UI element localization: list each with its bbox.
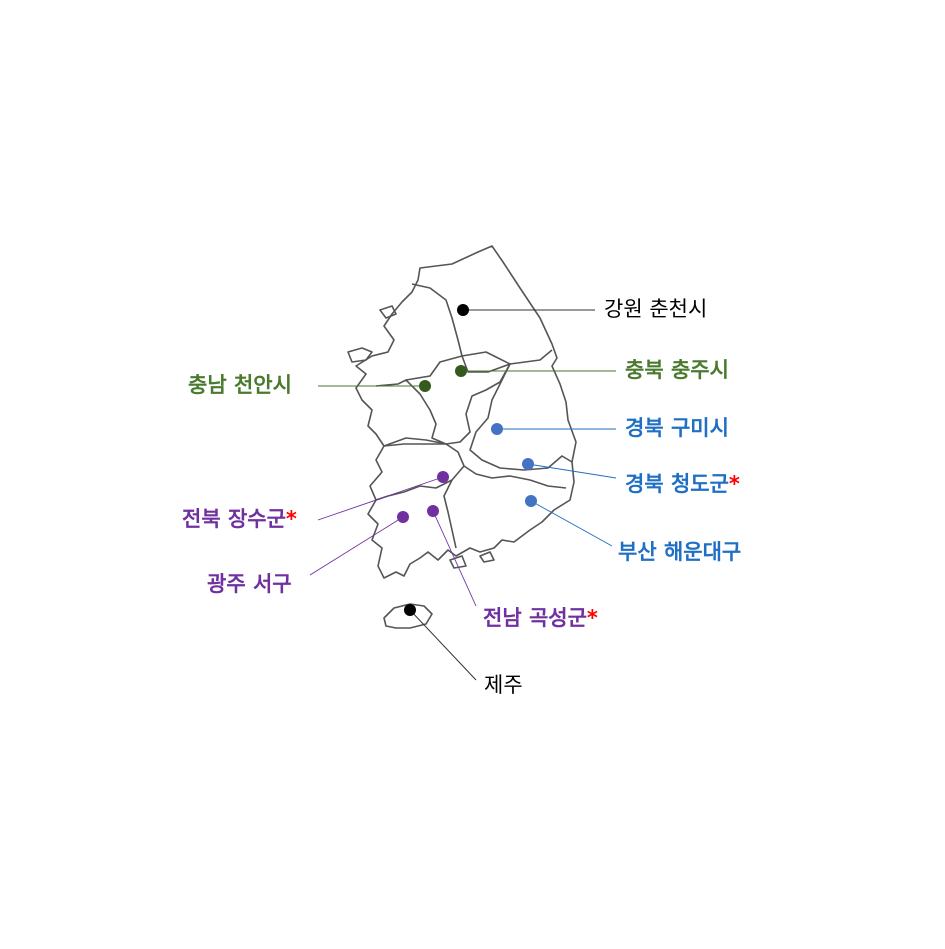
- location-label: 강원 춘천시: [604, 299, 707, 320]
- island-west-1: [347, 347, 373, 363]
- location-label-text: 경북 구미시: [625, 416, 729, 440]
- location-marker: [427, 505, 439, 517]
- location-marker: [397, 511, 409, 523]
- leader-lines: [309, 309, 617, 681]
- location-marker: [419, 380, 431, 392]
- island-west-2: [379, 305, 397, 319]
- location-label-text: 제주: [484, 673, 523, 697]
- location-marker: [522, 458, 534, 470]
- location-label: 충북 충주시: [625, 360, 729, 381]
- location-label-text: 강원 춘천시: [604, 297, 708, 321]
- location-label-text: 부산 해운대구: [618, 540, 742, 564]
- location-markers: [397, 304, 537, 616]
- location-label-text: 전남 곡성군: [483, 606, 587, 630]
- leader-line: [309, 516, 404, 576]
- location-label-text: 충남 천안시: [188, 373, 292, 397]
- asterisk-mark: *: [586, 606, 598, 630]
- border-chungnam: [375, 379, 447, 447]
- leader-line: [530, 500, 613, 547]
- leader-line: [527, 463, 617, 479]
- border-gyeongbuk: [469, 363, 573, 471]
- location-label: 충남 천안시: [188, 375, 292, 396]
- location-label: 경북 청도군*: [625, 474, 740, 495]
- location-label: 전북 장수군*: [182, 509, 297, 530]
- map-outline: [347, 245, 577, 629]
- asterisk-mark: *: [285, 507, 297, 531]
- location-label: 제주: [484, 675, 523, 696]
- leader-line: [317, 476, 444, 521]
- location-marker: [404, 604, 416, 616]
- location-label-text: 전북 장수군: [182, 507, 286, 531]
- location-label-text: 광주 서구: [207, 572, 292, 596]
- border-gyeongnam: [463, 465, 567, 489]
- border-jeonbuk: [375, 443, 465, 501]
- location-label-text: 충북 충주시: [625, 358, 729, 382]
- location-label: 전남 곡성군*: [483, 608, 598, 629]
- jeju-outline: [383, 603, 433, 629]
- island-south-1: [449, 555, 467, 569]
- asterisk-mark: *: [728, 472, 740, 496]
- location-marker: [491, 423, 503, 435]
- leader-line: [432, 510, 477, 607]
- mainland-outline: [355, 245, 577, 579]
- location-marker: [455, 365, 467, 377]
- island-south-2: [479, 551, 495, 563]
- location-label: 경북 구미시: [625, 418, 729, 439]
- location-label-text: 경북 청도군: [625, 472, 729, 496]
- location-label: 광주 서구: [207, 574, 292, 595]
- location-label: 부산 해운대구: [618, 542, 741, 563]
- border-gangwon: [411, 283, 553, 365]
- location-marker: [457, 304, 469, 316]
- border-jeonnam: [443, 479, 457, 549]
- location-marker: [525, 495, 537, 507]
- leader-line: [409, 609, 477, 681]
- location-marker: [437, 471, 449, 483]
